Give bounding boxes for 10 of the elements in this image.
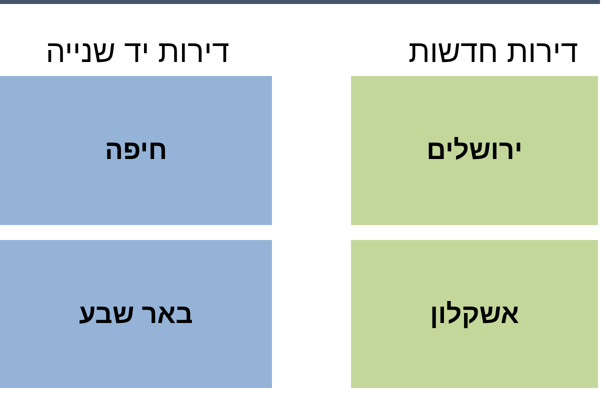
city-box — [351, 76, 598, 225]
city-box — [0, 76, 272, 225]
city-name: באר שבע — [79, 298, 193, 330]
city-name: אשקלון — [430, 298, 520, 330]
column-heading: דירות יד שנייה — [44, 34, 230, 70]
city-box — [0, 240, 272, 388]
column-heading: דירות חדשות — [408, 34, 578, 70]
city-box — [351, 240, 598, 388]
city-name: חיפה — [104, 135, 168, 166]
city-name: ירושלים — [426, 135, 523, 166]
